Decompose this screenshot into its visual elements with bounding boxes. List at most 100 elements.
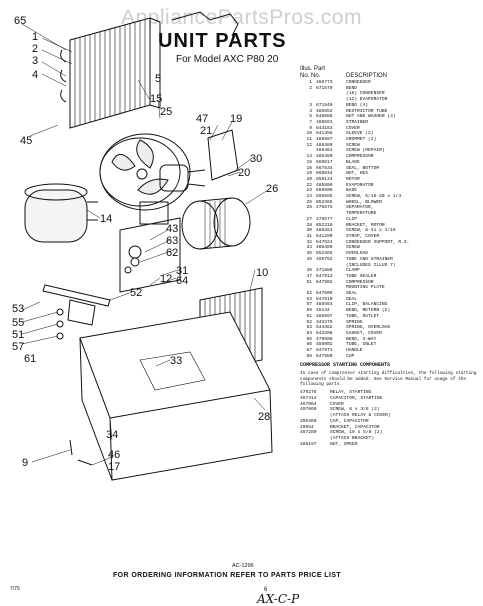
parts-cell-illus: 26 [306,205,312,211]
parts-cell-part: 485806 [316,182,333,188]
parts-cell-part: 471888 [316,268,333,274]
callout-label: 12 [160,273,172,285]
callout-label: 17 [108,461,120,473]
parts-row: 65 476698 BEND, 3-WAY [300,337,480,343]
parts-cell-illus: 65 [306,336,312,342]
parts-cell-part: 669834 [316,171,333,177]
parts-cell-desc: BRACKET, MOTOR [346,222,385,228]
callout-label: 47 [196,113,208,125]
parts-cell-part: 476698 [316,336,333,342]
parts-cell-desc: SCREW, 8-31 x 1/16 [346,228,396,234]
parts-cell-part: 485687 [316,137,333,143]
parts-list-header: Illus. Part No. No. DESCRIPTION [300,66,480,80]
motor-drawing [139,164,206,225]
parts-cell-desc: COVER [346,125,360,131]
callout-label: 55 [12,317,24,329]
parts-cell-part: 671570 [316,85,333,91]
parts-cell-desc: TUBE AND STRAINER [346,256,393,262]
starting-cell-part: 479278 [300,390,317,396]
parts-cell-illus: 22 [306,182,312,188]
drawing-code: AC-1296 [232,563,254,569]
starting-row: (ATTACH RELAY & COVER) [300,413,480,419]
parts-cell-desc: STRAP, COVER [346,233,380,239]
callout-label: 20 [238,167,250,179]
callout-label: 9 [22,457,28,469]
site-watermark: AppliancePartsPros.com [121,6,362,29]
parts-cell-part: 644362 [316,325,333,331]
parts-row: MOUNTING PLATE [300,285,480,291]
parts-cell-desc: BASE [346,188,358,194]
parts-cell-desc: CLAMP [346,268,360,274]
parts-cell-illus: 46 [306,268,312,274]
parts-cell-illus: 66 [306,342,312,348]
parts-cell-desc: SPRING, OVERLOAD [346,325,391,331]
handwritten-note: AX-C-P [257,592,300,606]
callout-label: 46 [108,449,120,461]
parts-cell-illus: 27 [306,216,312,222]
parts-cell-desc: RESTRICTOR TUBE [346,108,388,114]
parts-cell-desc: TUBE, INLET [346,342,377,348]
parts-cell-illus: 51 [306,279,312,285]
parts-cell-part: 485807 [316,313,333,319]
callout-label: 30 [250,153,262,165]
parts-cell-illus: 28 [306,222,312,228]
starting-cell-desc: NUT, SPEED [330,441,358,447]
parts-cell-illus: 12 [306,142,312,148]
parts-cell-part: 641358 [316,131,333,137]
header-no-no: No. No. [300,73,321,79]
parts-cell-part: 486773 [316,80,333,85]
parts-cell-desc: CONDENSER [346,80,371,85]
parts-cell-illus: 3 [309,102,312,108]
parts-cell-illus: 15 [306,159,312,165]
parts-cell-illus: 20 [306,176,312,182]
parts-cell-part: 485554 [316,302,333,308]
parts-cell-desc: NUT, HEX [346,171,369,177]
callout-label: 2 [32,43,38,55]
starting-cell-part: 467414 [300,396,317,402]
parts-cell-desc: SCREW [346,245,360,251]
parts-cell-illus: 14 [306,154,312,160]
starting-cell-desc: RELAY, STARTING [330,390,372,396]
parts-cell-part: 485591 [316,119,333,125]
callout-label: 34 [106,429,118,441]
parts-cell-illus: 23 [306,188,312,194]
parts-cell-part: 488281 [316,228,333,234]
parts-cell-part: 485652 [316,108,333,114]
parts-cell-desc: SCREW (REPAIR) [346,148,385,154]
parts-cell-desc: SEAL [346,296,358,302]
parts-cell-desc: SPRING [346,319,363,325]
parts-cell-illus: 30 [306,228,312,234]
starting-components-note: In case of compressor starting difficult… [300,371,477,387]
parts-cell-desc: BEND (4) [346,102,369,108]
parts-cell-desc: BEND, RETURN (2) [346,308,391,314]
parts-cell-desc: BEND, 3-WAY [346,336,377,342]
starting-row: (ATTACH BRACKET) [300,436,480,442]
fan-assembly-drawing [99,133,191,211]
callout-label: 57 [12,341,24,353]
parts-cell-illus: 52 [306,291,312,297]
ordering-footer: FOR ORDERING INFORMATION REFER TO PARTS … [113,572,342,579]
callout-label: 62 [166,247,178,259]
parts-row: TEMPERATURE [300,211,480,217]
parts-cell-desc: CLIP [346,216,358,222]
parts-cell-part: 343379 [316,319,333,325]
starting-cell-desc: CAP, CAPACITOR [330,418,369,424]
starting-cell-part: 20554 [300,424,314,430]
blower-wheel-drawing [181,197,251,250]
